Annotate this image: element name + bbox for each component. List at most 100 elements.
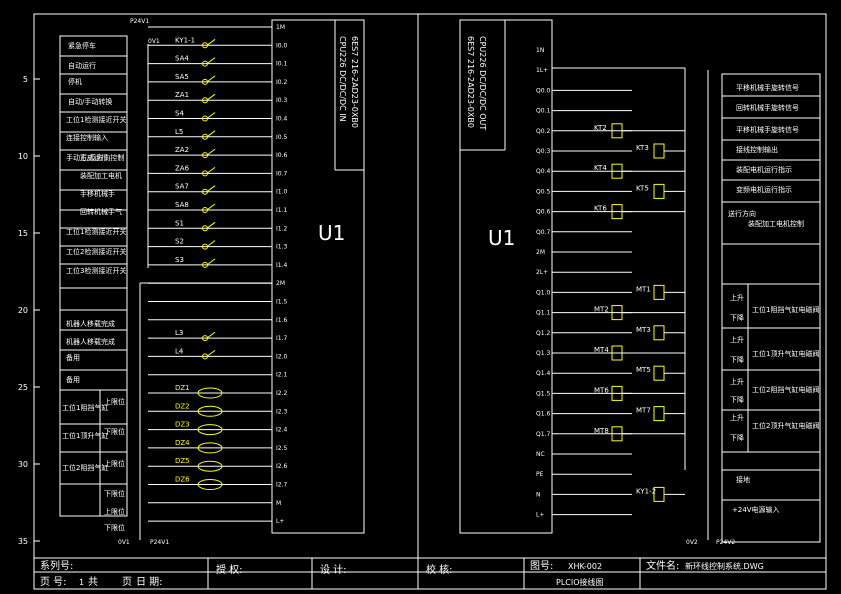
right-pin-label: Q0.6 [536, 209, 550, 216]
left-description: 上限位 [104, 397, 125, 406]
left-description: 工位1检测接近开关 [66, 227, 126, 236]
left-description: 下限位 [104, 427, 125, 436]
right-description: 上升 [730, 335, 744, 344]
right-pin-label: NC [536, 451, 545, 458]
ruler-tick-label: 15 [18, 229, 28, 238]
right-pin-label: Q1.6 [536, 411, 550, 418]
left-pin-label: I2.0 [276, 353, 287, 360]
ruler-tick-label: 35 [18, 537, 28, 546]
right-description: 装配电机运行指示 [736, 165, 792, 174]
left-power-0v: 0V1 [118, 539, 130, 546]
right-description: 工位2顶升气缸电磁阀 [752, 421, 819, 430]
left-description: 备用 [66, 353, 80, 362]
left-pin-label: I0.6 [276, 152, 287, 159]
left-description: 机器人移载完成 [66, 319, 115, 328]
switch-label: DZ2 [175, 402, 190, 410]
left-pin-label: I1.4 [276, 262, 287, 269]
right-pin-label: 2L+ [536, 269, 548, 276]
coil-label: MT4 [594, 346, 609, 354]
right-plc-part: 6ES7 216-2AD23-0XB0 [466, 36, 475, 128]
right-plc-block: 6ES7 216-2AD23-0XB0 CPU226 DC/DC/DC OUT … [459, 19, 553, 534]
right-pin-label: Q1.3 [536, 350, 550, 357]
switch-label: DZ4 [175, 439, 190, 447]
right-pin-label: L+ [536, 512, 544, 519]
left-pin-label: I2.1 [276, 372, 287, 379]
switch-label: SA4 [175, 55, 189, 63]
right-pin-label: Q1.7 [536, 431, 550, 438]
file-label: 文件名: [646, 559, 679, 572]
left-description: 工位2阻挡气缸 [62, 463, 108, 472]
switch-label: L4 [175, 347, 184, 355]
left-plc-model: CPU226 DC/DC/DC IN [338, 36, 347, 122]
left-description: 装配加工电机 [80, 171, 122, 180]
switch-label: SA5 [175, 73, 189, 81]
left-pin-label: I1.2 [276, 225, 287, 232]
right-description: 工位1顶升气缸电磁阀 [752, 349, 819, 358]
right-pin-label: 1N [536, 47, 544, 54]
right-output-wiring: KT2KT3KT4KT5KT6MT1MT2MT3MT4MT5MT6MT7MT8K… [552, 67, 709, 540]
right-description: 上升 [730, 377, 744, 386]
right-pin-label: 1L+ [536, 67, 548, 74]
series-label: 系列号: [40, 559, 73, 572]
right-description: 平移机械手旋转信号 [736, 83, 799, 92]
coil-label: KY1-2 [636, 487, 656, 495]
drawing-no-value: XHK-002 [568, 562, 602, 571]
left-description: 备用 [66, 375, 80, 384]
coil-label: MT6 [594, 386, 609, 394]
right-description: 送行方向 [728, 209, 756, 218]
switch-label: ZA1 [175, 91, 189, 99]
coil-label: KT6 [594, 205, 607, 213]
left-power-top: P24V1 [130, 18, 149, 25]
design-label: 设 计: [320, 563, 347, 576]
coil-label: MT2 [594, 306, 609, 314]
left-description: 停机 [68, 77, 82, 86]
ruler-tick-label: 30 [18, 460, 28, 469]
right-description: 下降 [730, 355, 744, 364]
left-description: 上限位 [104, 507, 125, 516]
right-pin-label: Q0.1 [536, 108, 550, 115]
right-pin-label: Q1.5 [536, 390, 550, 397]
right-plc-label: U1 [488, 226, 515, 250]
right-description-table: 平移机械手旋转信号回转机械手旋转信号平移机械手旋转信号接线控制输出装配电机运行指… [721, 73, 821, 543]
sheet-label: 页 [122, 576, 132, 588]
left-description: 工位3检测接近开关 [66, 266, 126, 275]
left-pin-label: I2.2 [276, 390, 287, 397]
switch-label: L5 [175, 128, 183, 136]
right-description: 接线控制输出 [736, 145, 778, 154]
left-description: 连接控制输入 [66, 133, 108, 142]
left-pin-label: I1.7 [276, 335, 287, 342]
switch-label: DZ1 [175, 384, 190, 392]
switch-label: L3 [175, 329, 183, 337]
left-description: 下限位 [104, 523, 125, 532]
left-pin-label: I0.7 [276, 170, 287, 177]
left-input-pins: 1MI0.0I0.1I0.2I0.3I0.4I0.5I0.6I0.7I1.0I1… [276, 24, 287, 525]
left-pin-label: I0.4 [276, 116, 287, 123]
right-pin-label: Q1.4 [536, 370, 550, 377]
right-description: 上升 [730, 413, 744, 422]
left-pin-label: 1M [276, 24, 285, 31]
left-pin-label: I2.7 [276, 482, 287, 489]
right-pin-label: N [536, 491, 541, 498]
right-output-pins: 1N1L+Q0.0Q0.1Q0.2Q0.3Q0.4Q0.5Q0.6Q0.72M2… [536, 47, 550, 519]
right-pin-label: Q0.7 [536, 229, 550, 236]
switch-label: S1 [175, 219, 184, 227]
left-pin-label: I1.0 [276, 189, 287, 196]
coil-label: MT7 [636, 407, 651, 415]
approve-label: 授 权: [216, 563, 243, 576]
right-description: 接地 [736, 475, 750, 484]
switch-label: DZ5 [175, 457, 190, 465]
coil-label: KT2 [594, 124, 607, 132]
right-pin-label: Q0.5 [536, 188, 550, 195]
page-label: 页 号: [40, 576, 67, 588]
right-description: +24V电源输入 [732, 505, 780, 514]
switch-label: S3 [175, 256, 184, 264]
left-description: 下限位 [104, 489, 125, 498]
left-description: 工位2检测接近开关 [66, 247, 126, 256]
right-description: 装配加工电机控制 [748, 219, 804, 228]
switch-label: S4 [175, 110, 184, 118]
coil-label: MT1 [636, 285, 651, 293]
left-description: 手移机械手 [80, 189, 115, 198]
ruler-tick-label: 5 [23, 75, 28, 84]
left-description: 手动方式运行 [66, 153, 108, 162]
